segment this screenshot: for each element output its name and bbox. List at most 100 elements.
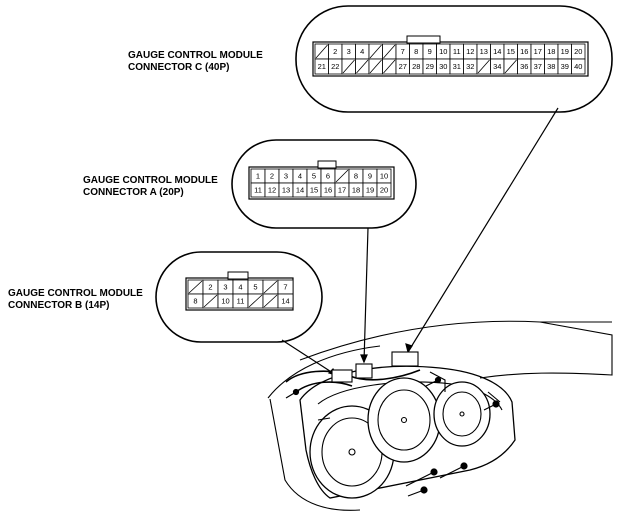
connector-a-pin-number: 15 <box>310 186 318 195</box>
left-gauge-hub <box>348 448 356 456</box>
connector-c-pin-number: 31 <box>453 62 461 71</box>
connector-a-pin-number: 16 <box>324 186 332 195</box>
connector-c-pin-number: 22 <box>331 62 339 71</box>
mounting-bracket <box>317 371 501 421</box>
connector-a-pin-number: 17 <box>338 186 346 195</box>
connector-b-pin-number: 4 <box>238 283 242 292</box>
connector-a-pin-number: 18 <box>352 186 360 195</box>
connector-c-housing <box>312 41 589 77</box>
connector-c-pin-number: 12 <box>466 47 474 56</box>
connector-b-label-line2: CONNECTOR B (14P) <box>8 300 110 311</box>
connector-c-pin-number: 14 <box>493 47 501 56</box>
connector-c-pin-number: 16 <box>520 47 528 56</box>
connector-c-pin-number: 11 <box>453 47 461 56</box>
connector-a-pin-number: 12 <box>268 186 276 195</box>
leader-arrowhead-a <box>360 354 368 364</box>
connector-b-empty-cavity <box>263 280 278 294</box>
connector-a-label-line2: CONNECTOR A (20P) <box>83 187 184 198</box>
connector-b-latch <box>227 271 249 280</box>
connector-c-pin-number: 3 <box>347 47 351 56</box>
connector-c-pin-number: 17 <box>534 47 542 56</box>
connector-c-pin-number: 20 <box>574 47 582 56</box>
screw-4-head <box>492 400 500 408</box>
screw-1 <box>405 471 435 487</box>
leader-line-b <box>281 339 337 376</box>
screw-2-head <box>460 462 468 470</box>
connector-c-empty-cavity <box>369 44 382 59</box>
connector-a-pin-number: 13 <box>282 186 290 195</box>
connector-c-pin-number: 7 <box>401 47 405 56</box>
connector-a-pin-number: 5 <box>312 172 316 181</box>
connector-c-pin-number: 39 <box>561 62 569 71</box>
screws <box>285 376 500 497</box>
connector-c-pin-number: 18 <box>547 47 555 56</box>
screw-6-head <box>292 388 300 396</box>
connector-b-pin-number: 5 <box>253 283 257 292</box>
screw-1-head <box>430 468 438 476</box>
dashboard-edge <box>267 345 381 511</box>
connector-c-empty-cavity <box>369 59 382 74</box>
dashboard-panel <box>299 320 613 379</box>
connector-c-label-line1: GAUGE CONTROL MODULE <box>128 50 263 61</box>
connector-c-empty-cavity <box>383 44 396 59</box>
connector-a-pin-number: 8 <box>354 172 358 181</box>
screw-3-head <box>420 486 428 494</box>
connector-b-empty-cavity <box>203 294 218 308</box>
connector-c-pin-number: 27 <box>399 62 407 71</box>
connector-a-pin-number: 3 <box>284 172 288 181</box>
harness-connector-c <box>391 351 419 367</box>
connector-a-pin-number: 11 <box>254 186 262 195</box>
connector-a-pin-number: 19 <box>366 186 374 195</box>
connector-c-label-line2: CONNECTOR C (40P) <box>128 62 230 73</box>
connector-c-empty-cavity <box>356 59 369 74</box>
harness-connector-b <box>331 369 353 383</box>
connector-b-pin-number: 2 <box>208 283 212 292</box>
leader-line-a <box>363 227 369 363</box>
connector-a-pin-number: 9 <box>368 172 372 181</box>
connector-c-pin-number: 8 <box>414 47 418 56</box>
connector-c-empty-cavity <box>342 59 355 74</box>
connector-c-pin-number: 37 <box>534 62 542 71</box>
connector-c-pin-number: 10 <box>439 47 447 56</box>
connector-b-pin-number: 3 <box>223 283 227 292</box>
connector-b-pin-cell <box>277 293 294 309</box>
connector-b-pin-number: 7 <box>283 283 287 292</box>
connector-c-pin-number: 36 <box>520 62 528 71</box>
connector-a-empty-cavity <box>335 169 349 183</box>
connector-c-pin-number: 9 <box>428 47 432 56</box>
gauge-cluster-assembly <box>267 320 613 511</box>
connector-c-pin-number: 21 <box>318 62 326 71</box>
connector-c-empty-cavity <box>383 59 396 74</box>
connector-c-empty-cavity <box>477 59 490 74</box>
connector-b-pin-number: 10 <box>221 297 229 306</box>
connector-c-latch <box>406 35 441 44</box>
connector-a-pin-number: 4 <box>298 172 302 181</box>
screw-5-head <box>434 376 442 384</box>
connector-a-latch <box>317 160 337 169</box>
right-gauge <box>433 381 491 447</box>
harness-connector-a <box>355 363 373 379</box>
connector-a-pin-cell <box>376 182 392 198</box>
connector-c-pin-number: 34 <box>493 62 501 71</box>
connector-c-pin-number: 19 <box>561 47 569 56</box>
connector-c-pin-number: 4 <box>360 47 364 56</box>
connector-b-pin-number: 8 <box>193 297 197 306</box>
connector-c-pin-cell <box>571 58 586 75</box>
connector-c-pin-number: 28 <box>412 62 420 71</box>
connector-b-empty-cavity <box>248 294 263 308</box>
connector-a-pin-number: 14 <box>296 186 304 195</box>
connector-a-pin-number: 20 <box>380 186 388 195</box>
center-gauge-hub <box>400 416 408 424</box>
screw-2 <box>439 465 465 479</box>
connector-a-pin-number: 1 <box>256 172 260 181</box>
center-gauge-face <box>377 389 431 451</box>
connector-c-empty-cavity <box>504 59 517 74</box>
connector-c-pin-number: 15 <box>507 47 515 56</box>
connector-a-label-line1: GAUGE CONTROL MODULE <box>83 175 218 186</box>
